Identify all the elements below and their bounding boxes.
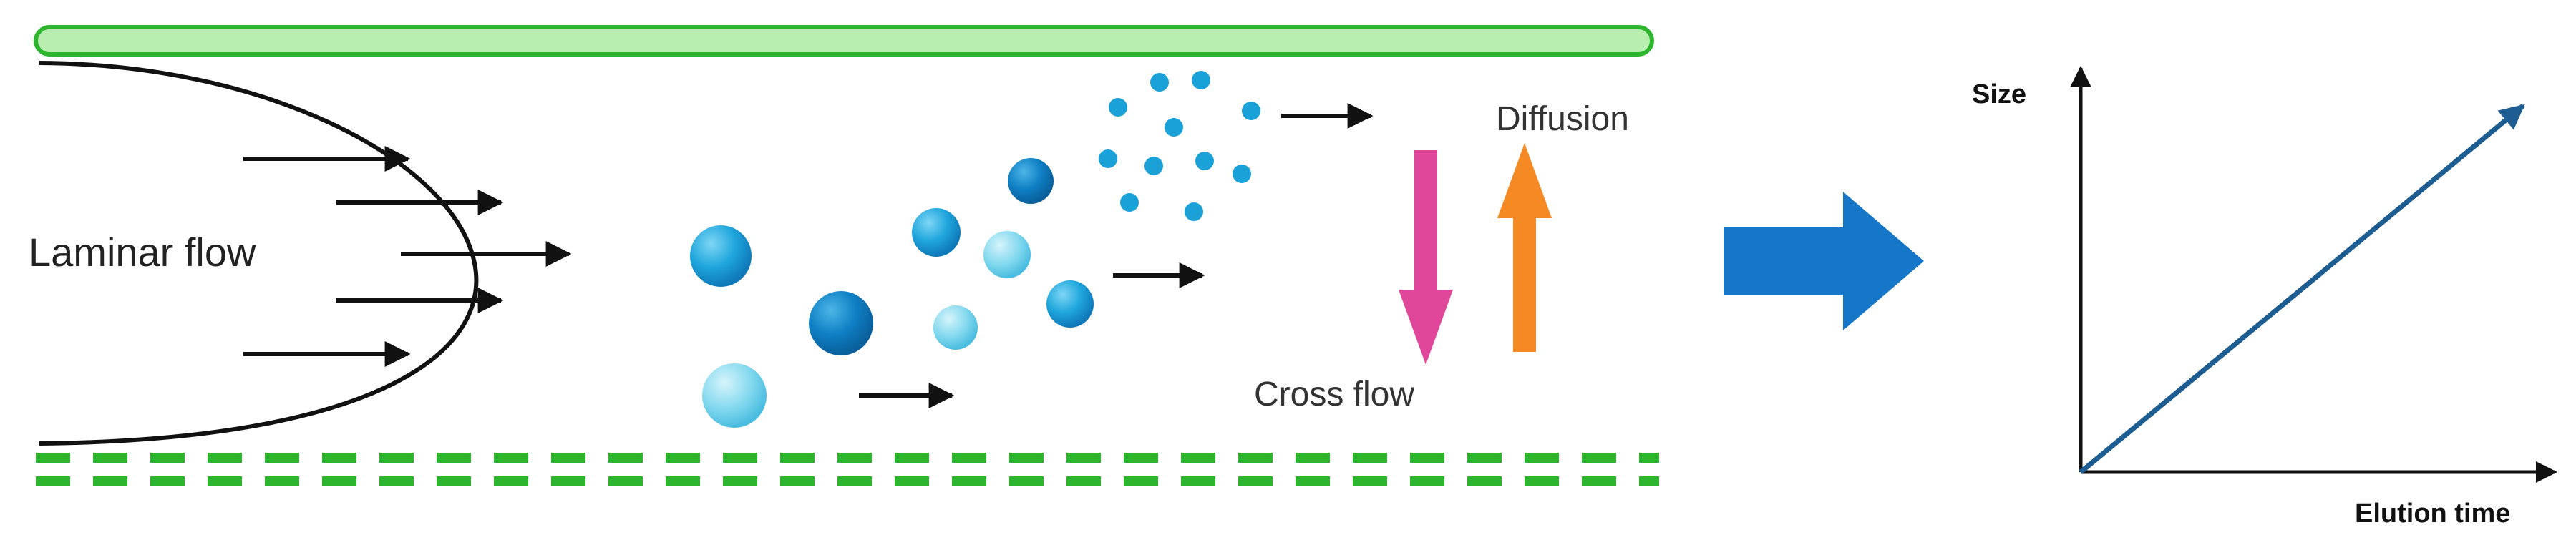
membrane (36, 453, 1659, 486)
particle-small (1192, 71, 1210, 89)
top-wall (34, 25, 1654, 57)
particle-small (1120, 193, 1139, 212)
diffusion-arrow (1497, 143, 1552, 352)
y-axis-label: Size (1972, 79, 2026, 109)
cross-flow-arrow (1399, 150, 1453, 365)
x-axis-label: Elution time (2355, 499, 2510, 529)
right-block-arrow-icon (1724, 192, 1924, 330)
particle-dark (1008, 158, 1054, 204)
particle-small (1109, 98, 1127, 117)
particle-small (1144, 157, 1163, 175)
particle-medium (912, 208, 961, 257)
particle-small (1233, 165, 1251, 183)
trend-line (2079, 104, 2525, 474)
particle-small (1185, 202, 1203, 221)
particle-small (1150, 73, 1169, 92)
particle-light (983, 231, 1031, 278)
cross-flow-label: Cross flow (1254, 375, 1414, 413)
particle-medium (1046, 280, 1094, 328)
particles (690, 71, 1260, 428)
particle-flow-arrows (859, 103, 1374, 408)
particle-small (1165, 118, 1183, 137)
particle-dark (809, 291, 873, 355)
diffusion-label: Diffusion (1496, 100, 1629, 138)
laminar-flow-label: Laminar flow (29, 230, 256, 275)
laminar-flow-profile (39, 61, 479, 446)
particle-small (1099, 149, 1117, 168)
laminar-flow-arrows (243, 146, 572, 367)
particle-light (702, 363, 767, 428)
particle-small (1195, 152, 1214, 170)
particle-light (933, 305, 978, 350)
particle-small (1242, 102, 1260, 120)
particle-large (690, 225, 752, 287)
size-vs-elution-graph: Size Elution time (1972, 66, 2557, 529)
